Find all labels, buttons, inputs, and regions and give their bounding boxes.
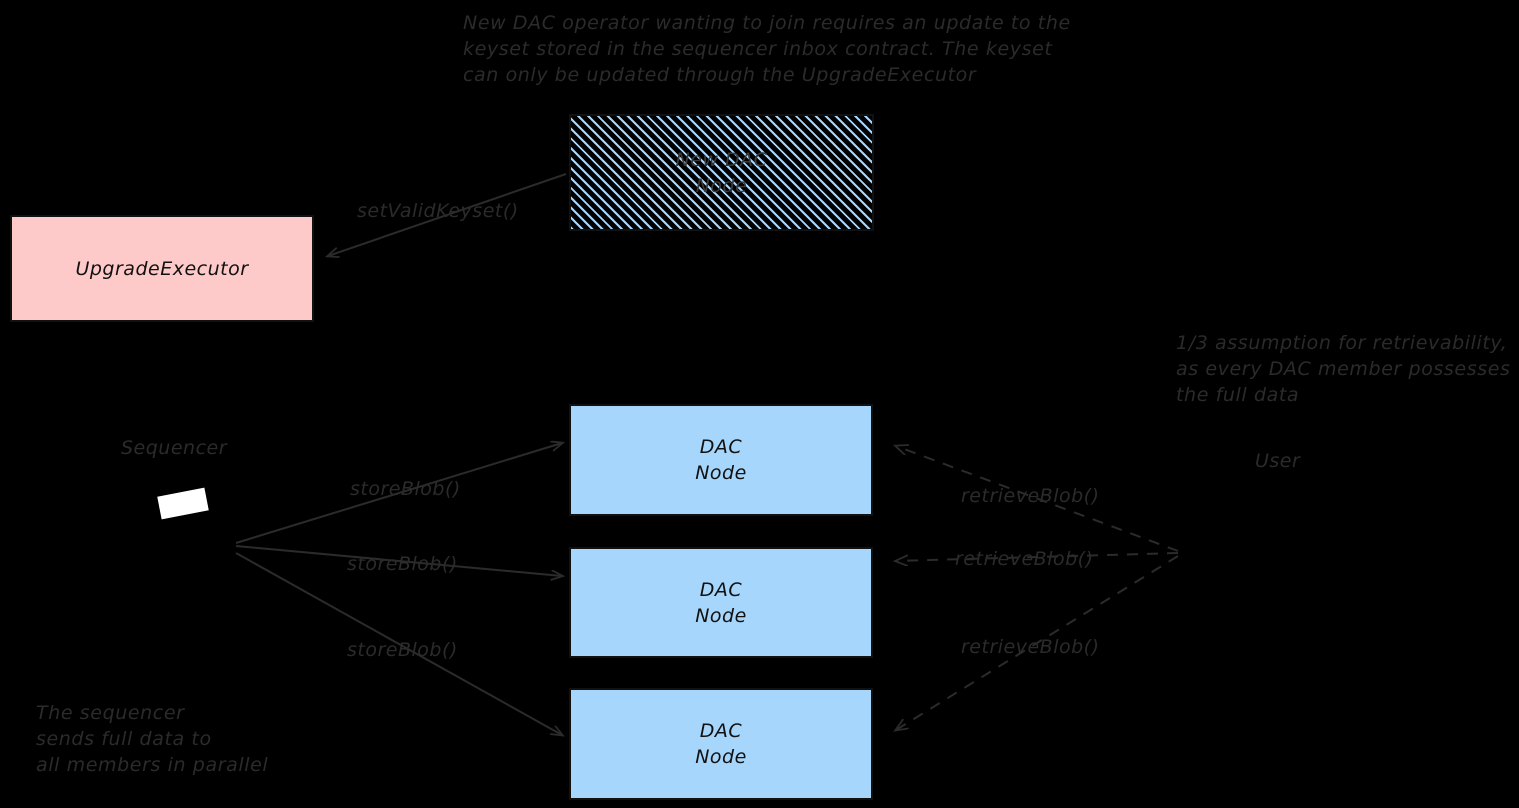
note-right: 1/3 assumption for retrievability, as ev… [1176,332,1511,406]
box-dac-node-2[interactable]: DAC Node [569,547,873,658]
edge-set-valid-keyset [328,173,567,256]
note-bottom-left: The sequencer sends full data to all mem… [36,702,269,776]
edge-label-set-valid-keyset: setValidKeyset() [357,200,519,222]
edge-label-store-blob-3: storeBlob() [347,639,458,661]
note-top: New DAC operator wanting to join require… [463,12,1071,86]
box-dac-node-3[interactable]: DAC Node [569,688,873,800]
edge-label-retrieve-blob-2: retrieveBlob() [955,548,1094,570]
edge-label-retrieve-blob-1: retrieveBlob() [961,485,1100,507]
box-dac-node-1[interactable]: DAC Node [569,404,873,516]
edge-store-blob-2 [235,545,562,576]
edge-label-retrieve-blob-3: retrieveBlob() [961,636,1100,658]
edge-retrieve-blob-2 [896,552,1179,561]
box-upgrade-executor[interactable]: UpgradeExecutor [10,215,314,322]
edge-store-blob-3 [235,552,562,735]
edge-retrieve-blob-1 [896,446,1179,552]
label-sequencer: Sequencer [121,437,228,459]
edge-label-store-blob-1: storeBlob() [350,478,461,500]
edge-label-store-blob-2: storeBlob() [347,553,458,575]
edge-store-blob-1 [235,443,562,544]
label-user: User [1255,450,1301,472]
edge-retrieve-blob-3 [896,555,1179,730]
box-new-dac-node[interactable]: New DAC Node [569,114,874,231]
